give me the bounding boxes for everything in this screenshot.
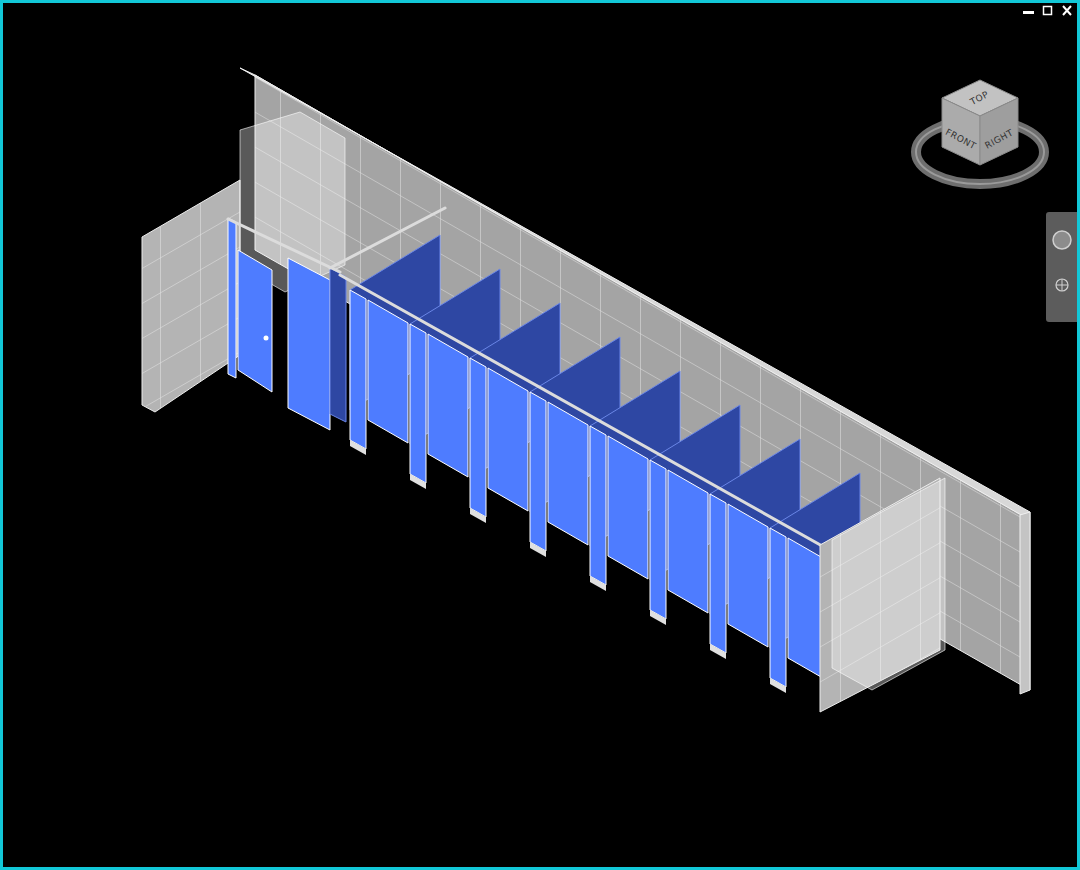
stall-fronts — [350, 290, 838, 696]
back-wall — [240, 68, 1030, 694]
window-controls — [1023, 6, 1071, 15]
viewcube-label: FRONT — [944, 127, 978, 151]
viewcube-label: RIGHT — [983, 128, 1014, 150]
headrail — [228, 208, 840, 556]
left-wall — [142, 180, 240, 412]
pilaster-shoes — [350, 440, 786, 693]
right-wall — [820, 478, 945, 712]
navigation-bar — [1046, 212, 1080, 322]
view-cube — [916, 80, 1044, 184]
accessible-stall — [228, 218, 346, 430]
viewcube-label: TOP — [969, 89, 990, 106]
